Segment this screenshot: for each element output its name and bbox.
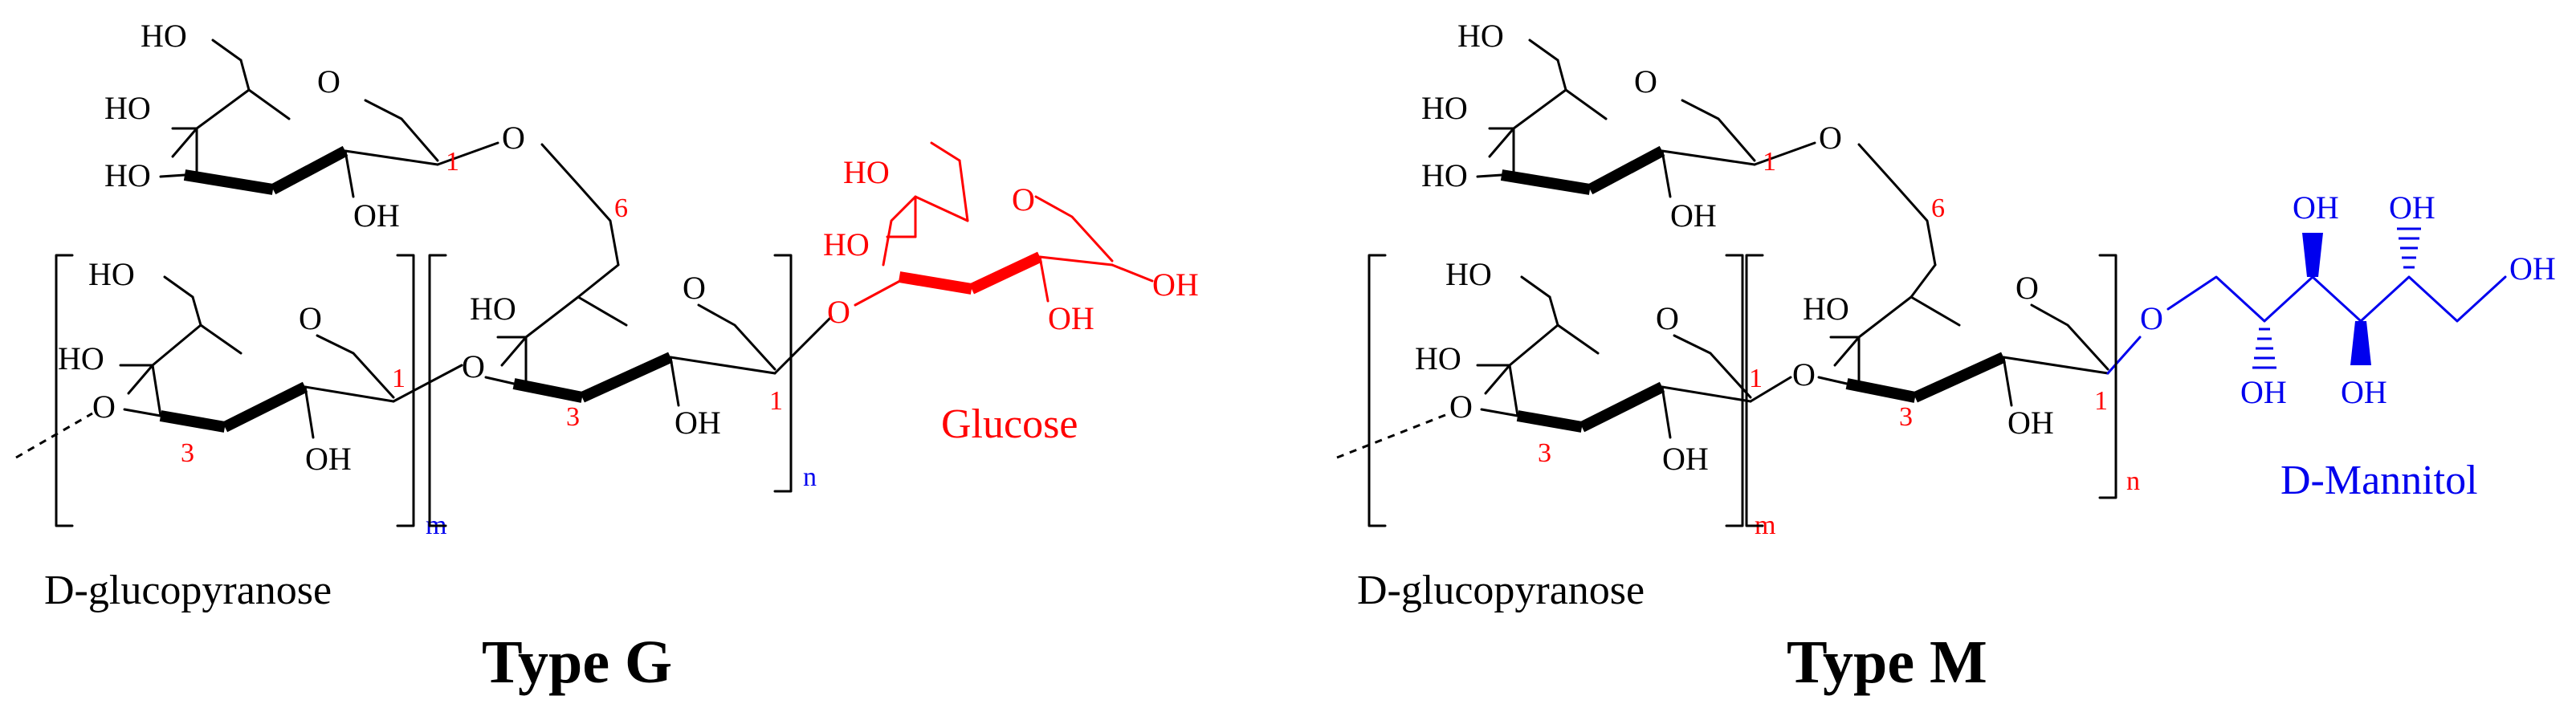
m-left-c6-hydroxyl: HO — [1445, 256, 1492, 292]
terminal-c4-hydroxyl: HO — [823, 226, 870, 262]
m-bracket-m: m — [1367, 254, 1775, 540]
mannitol-c5-hydroxyl: OH — [2389, 189, 2435, 226]
mannitol-chain: O OH OH OH OH OH — [2140, 189, 2556, 410]
m-bracket-n: n — [1745, 254, 2140, 527]
m-middle-c1-label: 1 — [2094, 386, 2108, 416]
mannitol-c6-hydroxyl: OH — [2509, 250, 2556, 287]
left-c1-label: 1 — [392, 364, 406, 393]
mannitol-glycosidic-oxygen: O — [2140, 300, 2163, 336]
type-g-title: Type G — [482, 629, 672, 696]
m-branch-ring-oxygen: O — [1634, 63, 1657, 100]
m-branch-c1-label: 1 — [1763, 147, 1776, 177]
branch-c3-hydroxyl: HO — [104, 157, 151, 193]
left-ring-oxygen: O — [299, 300, 322, 336]
left-repeat-glucose-ring: HO O HO O 3 OH 1 — [15, 256, 406, 477]
branch-c2-hydroxyl: OH — [353, 197, 400, 234]
m-left-c1-label: 1 — [1749, 364, 1763, 393]
m-branch-c4-hydroxyl: HO — [1421, 90, 1468, 126]
mannitol-c4-hydroxyl: OH — [2341, 374, 2387, 410]
terminal-glucose-ring: O HO HO O OH OH — [823, 141, 1199, 336]
left-c2-hydroxyl: OH — [305, 441, 352, 477]
m-left-c2-hydroxyl: OH — [1662, 441, 1709, 477]
m-left-c4-hydroxyl: HO — [1415, 340, 1461, 376]
terminal-c1-hydroxyl: OH — [1152, 267, 1199, 303]
middle-c4-hydroxyl: HO — [470, 291, 516, 327]
terminal-ring-oxygen: O — [1012, 181, 1035, 218]
terminal-c6-hydroxyl: HO — [843, 154, 890, 190]
m-middle-c4-hydroxyl: HO — [1803, 291, 1849, 327]
mannitol-c4-solid-wedge — [2350, 321, 2371, 365]
left-c6-hydroxyl: HO — [88, 256, 135, 292]
subscript-n: n — [803, 462, 817, 492]
type-g-backbone-label: D-glucopyranose — [44, 568, 332, 613]
middle-repeat-glucose-ring: O HO O 3 OH 1 — [392, 263, 833, 441]
m-middle-ring-oxygen: O — [2016, 270, 2039, 306]
m-middle-repeat-glucose-ring: O HO O 3 OH 1 — [1749, 263, 2142, 441]
branch-c6-hydroxyl: HO — [141, 18, 187, 54]
m-c6-label: 6 — [1931, 193, 1945, 223]
m-branch-glucose-ring: HO O HO HO OH 1 O 6 — [1421, 18, 1945, 267]
middle-c3-oxygen: O — [462, 348, 485, 385]
m-branch-c3-hydroxyl: HO — [1421, 157, 1468, 193]
middle-c2-hydroxyl: OH — [675, 405, 721, 441]
m-middle-c3-label: 3 — [1899, 402, 1913, 432]
type-m-title: Type M — [1787, 629, 1987, 696]
m-left-repeat-glucose-ring: HO O HO O 3 OH 1 — [1336, 256, 1763, 477]
c6-label: 6 — [614, 193, 628, 223]
middle-ring-oxygen: O — [683, 270, 706, 306]
bracket-n: n — [428, 254, 817, 527]
left-c4-hydroxyl: HO — [58, 340, 104, 376]
middle-c1-label: 1 — [769, 386, 783, 416]
terminal-c2-hydroxyl: OH — [1048, 300, 1094, 336]
m-middle-c2-hydroxyl: OH — [2007, 405, 2054, 441]
m-left-c3-label: 3 — [1538, 438, 1551, 468]
terminal-glycosidic-oxygen: O — [827, 294, 850, 330]
branch-c4-hydroxyl: HO — [104, 90, 151, 126]
mannitol-c2-hydroxyl: OH — [2240, 374, 2287, 410]
middle-c3-label: 3 — [566, 402, 580, 432]
type-m-backbone-label: D-glucopyranose — [1357, 568, 1645, 613]
mannitol-c3-solid-wedge — [2302, 233, 2323, 277]
type-g-structure: HO O HO HO OH 1 O 6 HO O HO O — [15, 18, 1199, 696]
type-g-end-group-label: Glucose — [941, 401, 1078, 447]
m-middle-c3-oxygen: O — [1792, 356, 1816, 393]
mannitol-c5-hashed-wedge — [2397, 227, 2421, 269]
glycosidic-oxygen-1-6: O — [502, 120, 525, 156]
branch-glucose-ring: HO O HO HO OH 1 O 6 — [104, 18, 628, 267]
m-left-c3-oxygen: O — [1449, 389, 1473, 425]
mannitol-c3-hydroxyl: OH — [2293, 189, 2339, 226]
branch-ring-oxygen: O — [317, 63, 340, 100]
m-branch-c2-hydroxyl: OH — [1670, 197, 1717, 234]
mannitol-c2-hashed-wedge — [2252, 328, 2276, 369]
branch-c1-label: 1 — [446, 147, 459, 177]
m-glycosidic-oxygen-1-6: O — [1819, 120, 1842, 156]
type-m-structure: HO O HO HO OH 1 O 6 HO O HO O — [1336, 18, 2556, 696]
left-c3-oxygen: O — [92, 389, 116, 425]
type-m-end-group-label: D-Mannitol — [2280, 458, 2478, 503]
m-left-ring-oxygen: O — [1656, 300, 1679, 336]
left-c3-label: 3 — [181, 438, 194, 468]
m-subscript-n: n — [2126, 466, 2140, 496]
m-branch-c6-hydroxyl: HO — [1457, 18, 1504, 54]
